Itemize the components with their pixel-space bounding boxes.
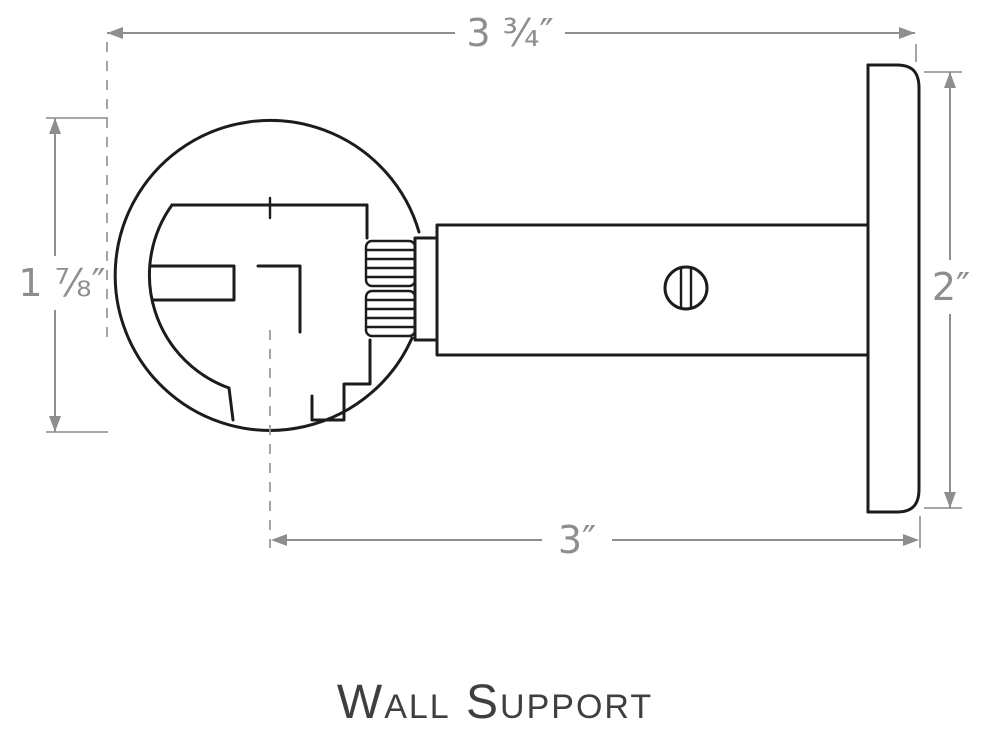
- screw-head: [663, 265, 709, 311]
- support-arm: [435, 223, 870, 357]
- mounting-screw: [663, 265, 709, 311]
- top-arrow-right: [899, 27, 915, 39]
- bracket-drawing: [113, 63, 921, 514]
- right-dim-label: 2″: [932, 265, 970, 309]
- profile-center-tab: [256, 264, 302, 334]
- wall-plate: [866, 63, 921, 514]
- clamp-rib-lower-ridges: [364, 298, 417, 329]
- wall-plate-outline: [866, 63, 921, 514]
- top-arrow-left: [107, 27, 123, 39]
- ring-inner-arc: [148, 203, 231, 390]
- left-arrow-down: [49, 416, 61, 432]
- clamp-rib-upper: [364, 239, 417, 288]
- bottom-arrow-right: [903, 534, 919, 546]
- bottom-dim-label: 3″: [558, 518, 596, 562]
- dimension-right: 2″: [924, 71, 970, 509]
- right-arrow-down: [944, 492, 956, 508]
- profile-left-tab: [149, 264, 236, 302]
- arm-outline: [435, 223, 870, 357]
- profile-opening-lip: [227, 386, 235, 422]
- clamp-plate: [413, 236, 439, 342]
- ring-outer-arc: [113, 118, 421, 432]
- dimension-left: 1 ⅞″: [18, 117, 108, 433]
- clamp-rib-lower: [364, 289, 417, 338]
- profile-bottom-hook: [310, 338, 372, 422]
- diagram-title: Wall Support: [337, 676, 653, 729]
- top-dim-label: 3 ¾″: [466, 11, 553, 55]
- rod-ring: [113, 118, 421, 432]
- screw-slot: [679, 266, 693, 310]
- dimension-top: 3 ¾″: [106, 11, 917, 338]
- adjustment-clamp: [364, 236, 439, 342]
- channel-profile: [149, 196, 372, 422]
- left-dim-label: 1 ⅞″: [18, 261, 105, 305]
- right-arrow-up: [944, 72, 956, 88]
- dimension-bottom: 3″: [269, 330, 921, 562]
- bottom-arrow-left: [271, 534, 287, 546]
- clamp-rib-upper-ridges: [364, 248, 417, 279]
- left-arrow-up: [49, 118, 61, 134]
